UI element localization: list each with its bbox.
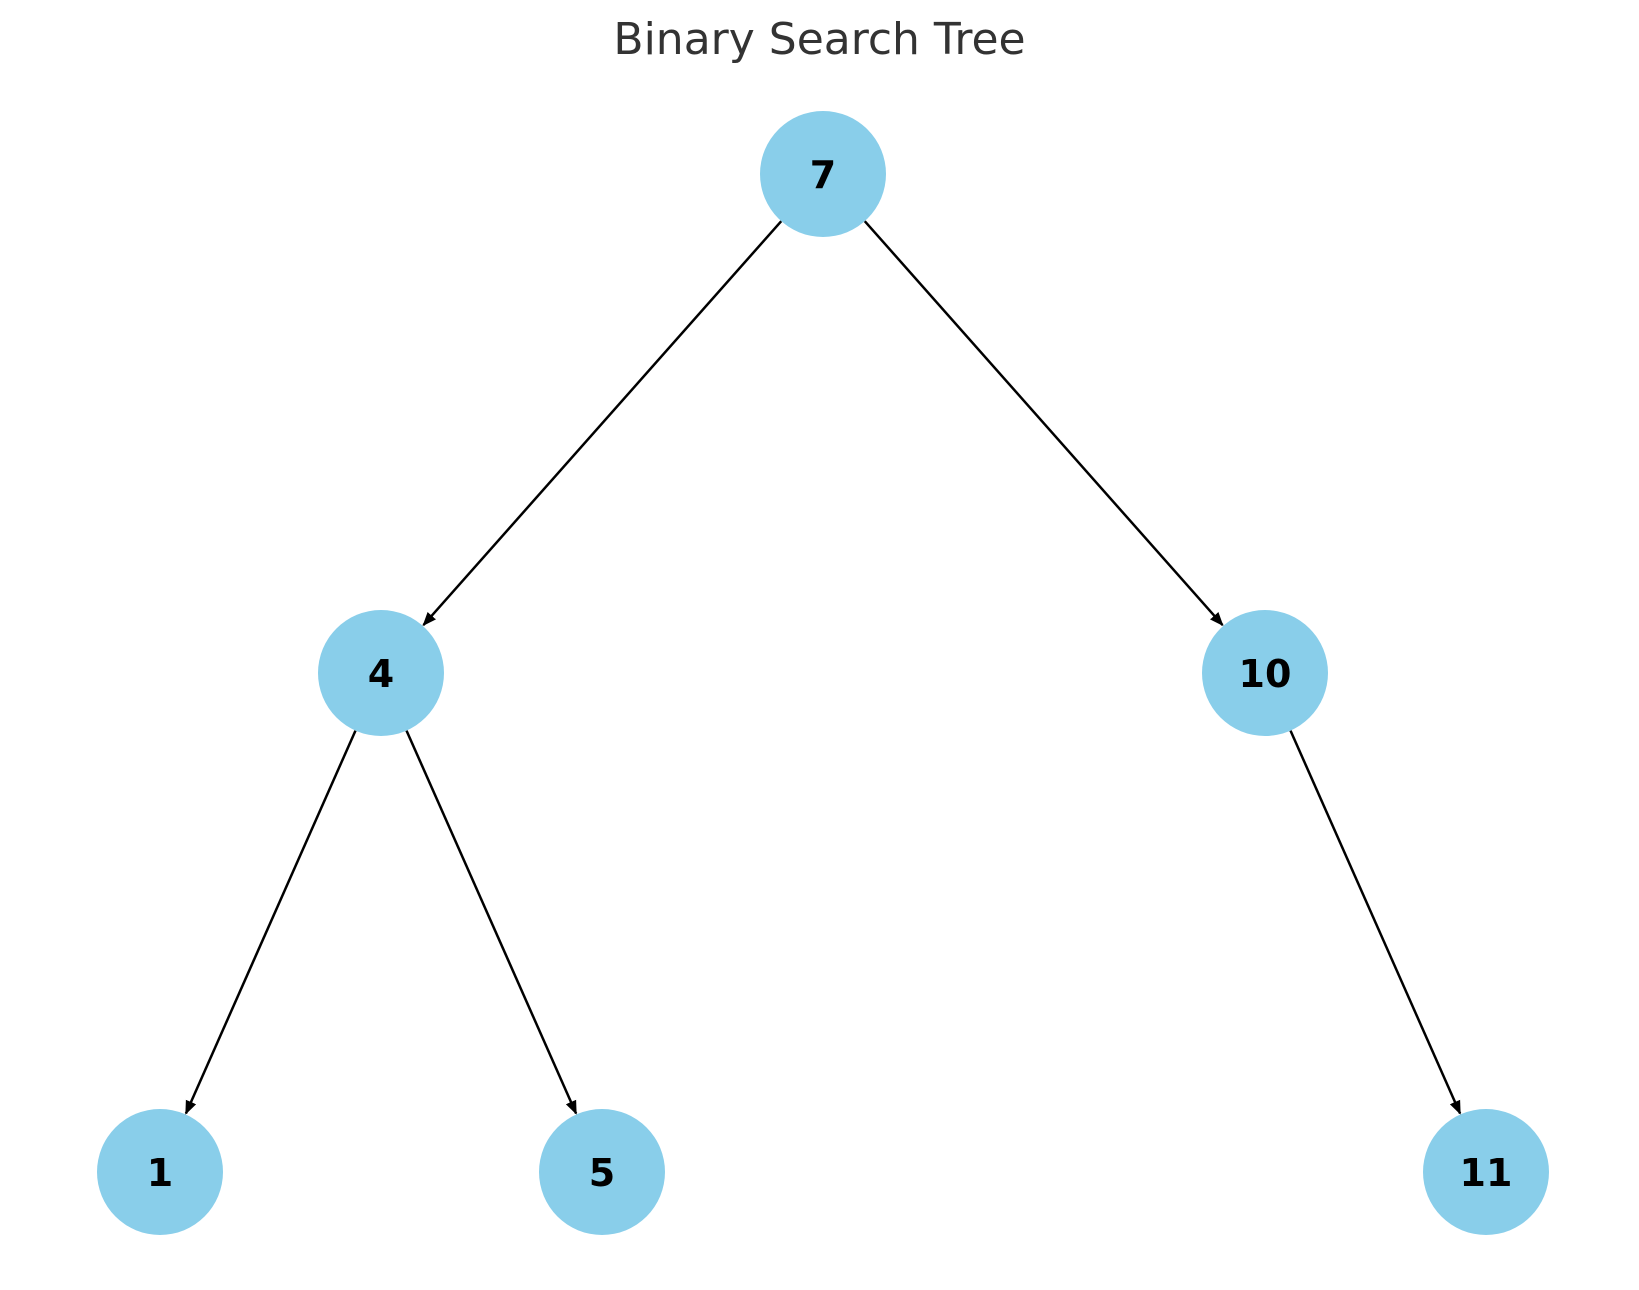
edges-layer — [184, 220, 1462, 1115]
edge-4-to-5 — [405, 730, 578, 1115]
node-circle — [318, 610, 444, 736]
node-circle — [760, 111, 886, 237]
tree-node-10: 10 — [1202, 610, 1328, 736]
edge-7-to-4 — [422, 220, 783, 627]
tree-node-4: 4 — [318, 610, 444, 736]
node-label: 11 — [1460, 1151, 1513, 1195]
node-label: 4 — [368, 652, 394, 696]
tree-node-1: 1 — [97, 1109, 223, 1235]
node-label: 7 — [810, 153, 836, 197]
nodes-layer: 7 4 10 1 5 11 — [97, 111, 1549, 1235]
tree-node-7: 7 — [760, 111, 886, 237]
tree-node-5: 5 — [539, 1109, 665, 1235]
node-label: 5 — [589, 1151, 615, 1195]
node-circle — [1202, 610, 1328, 736]
node-circle — [1423, 1109, 1549, 1235]
tree-node-11: 11 — [1423, 1109, 1549, 1235]
node-circle — [539, 1109, 665, 1235]
diagram-title: Binary Search Tree — [613, 14, 1026, 65]
edge-4-to-1 — [184, 730, 357, 1115]
edge-10-to-11 — [1289, 730, 1462, 1115]
node-label: 1 — [147, 1151, 173, 1195]
node-circle — [97, 1109, 223, 1235]
node-label: 10 — [1239, 652, 1292, 696]
edge-7-to-10 — [863, 220, 1224, 627]
